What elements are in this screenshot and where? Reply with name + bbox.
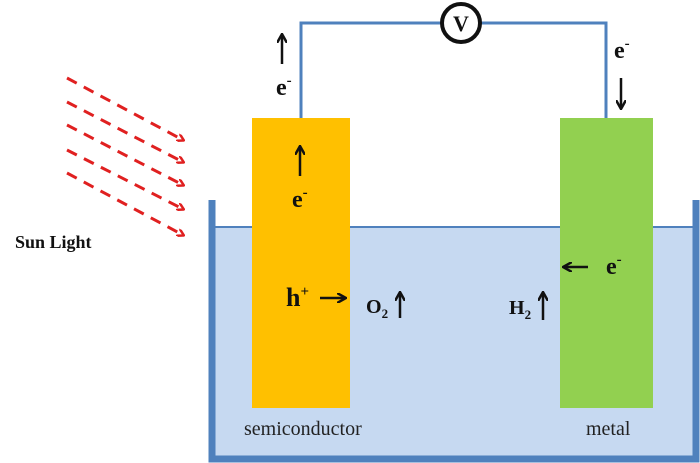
hydrogen-label: H2 xyxy=(509,297,531,322)
sun-light-label: Sun Light xyxy=(15,232,92,252)
oxygen-label: O2 xyxy=(366,296,388,321)
sun-ray-arrow xyxy=(66,76,183,140)
voltmeter: V xyxy=(440,2,482,44)
sun-ray-arrow xyxy=(66,100,183,162)
metal-electrode xyxy=(560,118,653,408)
semiconductor-label: semiconductor xyxy=(244,418,362,440)
svg-text:V: V xyxy=(453,11,469,36)
sun-ray-arrow xyxy=(66,171,183,235)
sun-ray-arrow xyxy=(66,148,183,209)
tank xyxy=(208,200,700,463)
electron-label-semiconductor: e- xyxy=(292,185,308,213)
hole-label: h+ xyxy=(286,283,309,312)
metal-label: metal xyxy=(586,418,631,440)
sun-ray-arrow xyxy=(66,123,183,185)
electron-label-wire-right: e- xyxy=(614,36,630,64)
electron-label-wire-left: e- xyxy=(276,73,292,101)
electron-label-metal: e- xyxy=(606,252,622,280)
sun-rays xyxy=(66,76,183,235)
